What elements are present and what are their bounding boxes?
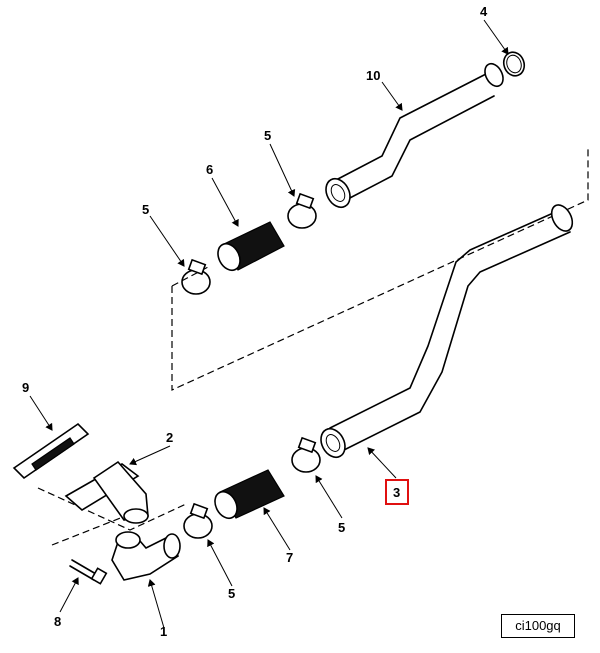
callout-4: 4 <box>480 4 488 19</box>
leader-lines <box>29 19 509 629</box>
hose-clamp-3 <box>291 436 321 473</box>
hose-lower <box>214 469 285 520</box>
callout-5-upper-left: 5 <box>142 202 149 217</box>
callout-6: 6 <box>206 162 213 177</box>
o-ring <box>502 51 526 77</box>
hose-clamp-1 <box>181 258 211 295</box>
callout-5-lower-right: 5 <box>338 520 345 535</box>
flange-connector <box>64 460 149 524</box>
callout-5-upper-right: 5 <box>264 128 271 143</box>
reference-code-box: ci100gq <box>501 614 575 638</box>
callout-3-highlight-box <box>385 479 409 505</box>
callout-1: 1 <box>160 624 167 639</box>
callout-9: 9 <box>22 380 29 395</box>
callout-10: 10 <box>366 68 380 83</box>
gasket <box>12 422 90 480</box>
callout-7: 7 <box>286 550 293 565</box>
tube-lower <box>320 204 574 459</box>
callout-2: 2 <box>166 430 173 445</box>
bolt <box>69 559 108 585</box>
hose-upper <box>217 221 285 272</box>
hose-clamp-2 <box>287 192 317 229</box>
elbow-fitting <box>111 531 181 581</box>
hose-clamp-4 <box>183 502 213 539</box>
callout-8: 8 <box>54 614 61 629</box>
callout-3: 3 <box>393 485 400 500</box>
callout-5-lower-left: 5 <box>228 586 235 601</box>
tube-upper <box>325 62 504 209</box>
